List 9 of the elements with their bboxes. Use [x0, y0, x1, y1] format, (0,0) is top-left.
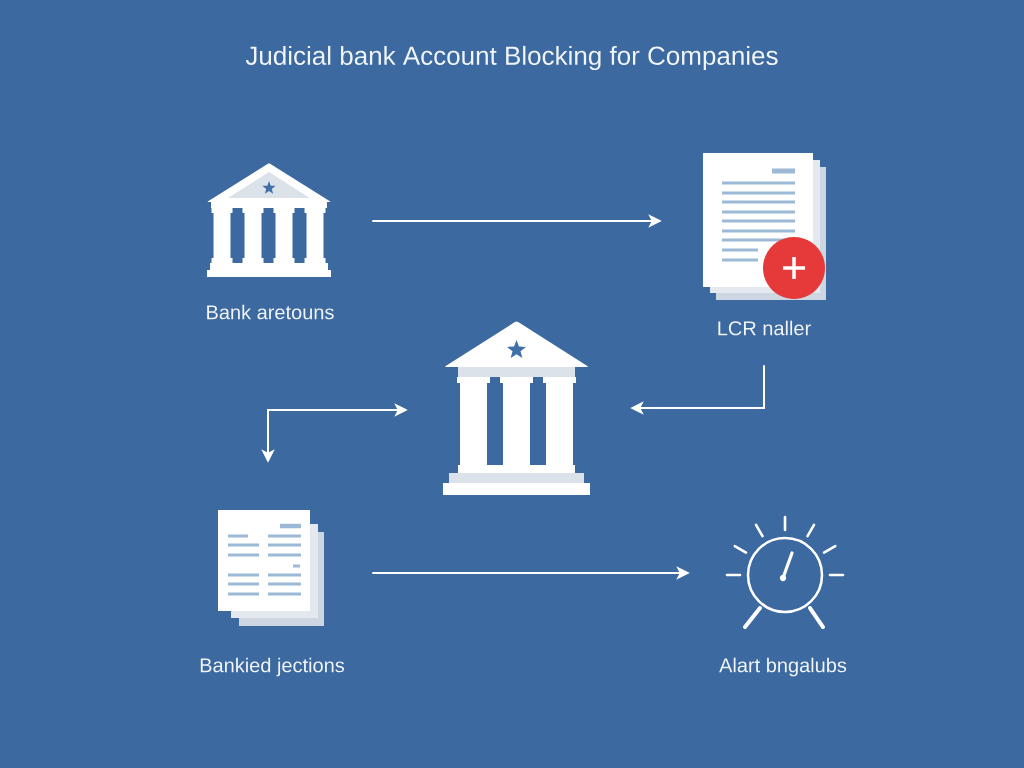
- icon-label: Bankied jections: [200, 657, 345, 677]
- title: Judicial bank Account Blocking for Companies: [245, 45, 778, 71]
- documents-icon: [218, 510, 324, 626]
- bank-icon: [207, 163, 331, 277]
- icon-label: Bank aretouns: [207, 304, 334, 320]
- alarm-clock-icon: [725, 515, 845, 629]
- icon-label: LCR naller: [718, 320, 811, 336]
- bank-icon: [443, 321, 590, 495]
- icon-label: Alart bngalubs: [719, 657, 847, 677]
